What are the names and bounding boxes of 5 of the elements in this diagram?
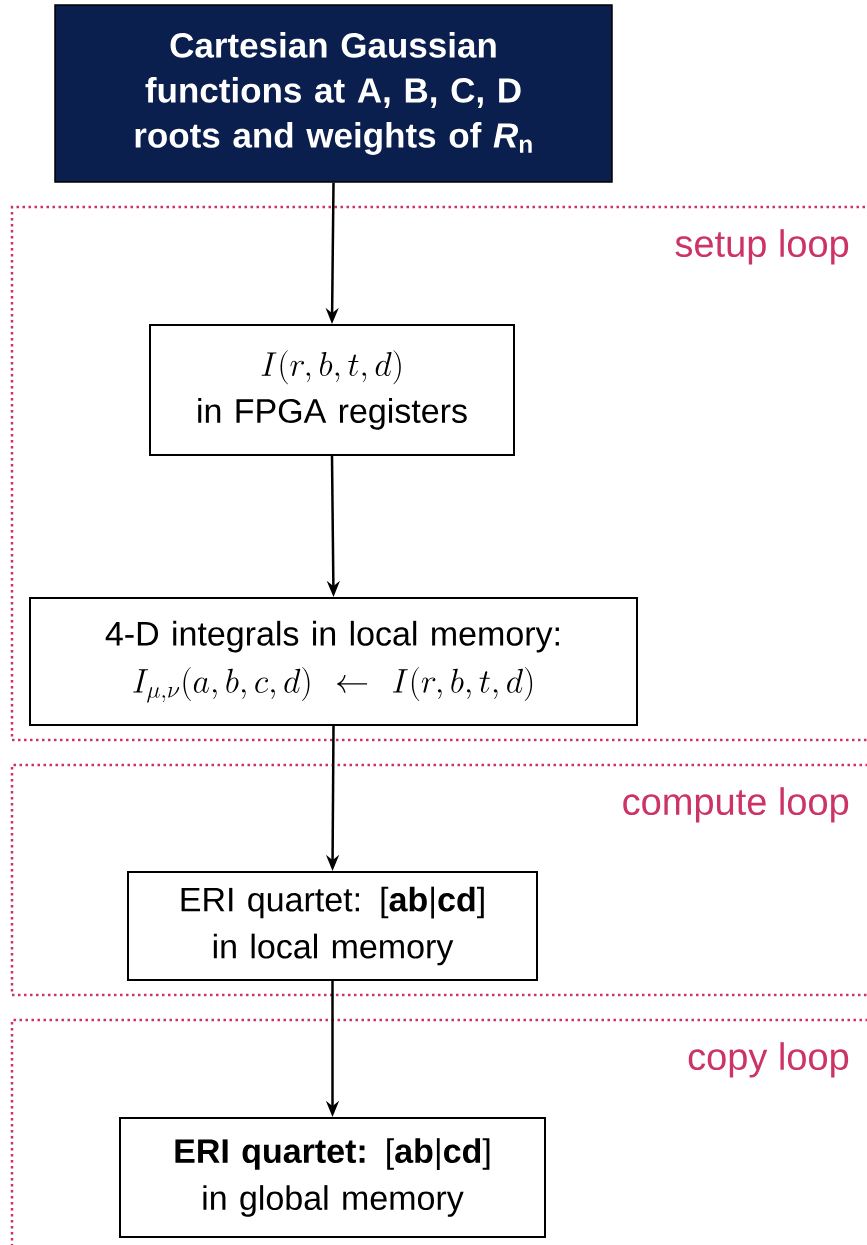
input-box: Cartesian Gaussian functions at A, B, C, D roots and weights of R$_{n}$ — [54, 4, 613, 183]
process-box: ERI quartet: [ab|cd] in global memory — [119, 1117, 546, 1238]
process-box: ERI quartet: [ab|cd] in local memory — [127, 871, 538, 981]
process-box: $I(r,b,t,d)$ in FPGA registers — [149, 324, 515, 456]
process-box: 4-D integrals in local memory: $I_{\mu,\nu}(a,b,c,d) \leftarrow I(r,b,t,d)$ — [29, 597, 638, 726]
